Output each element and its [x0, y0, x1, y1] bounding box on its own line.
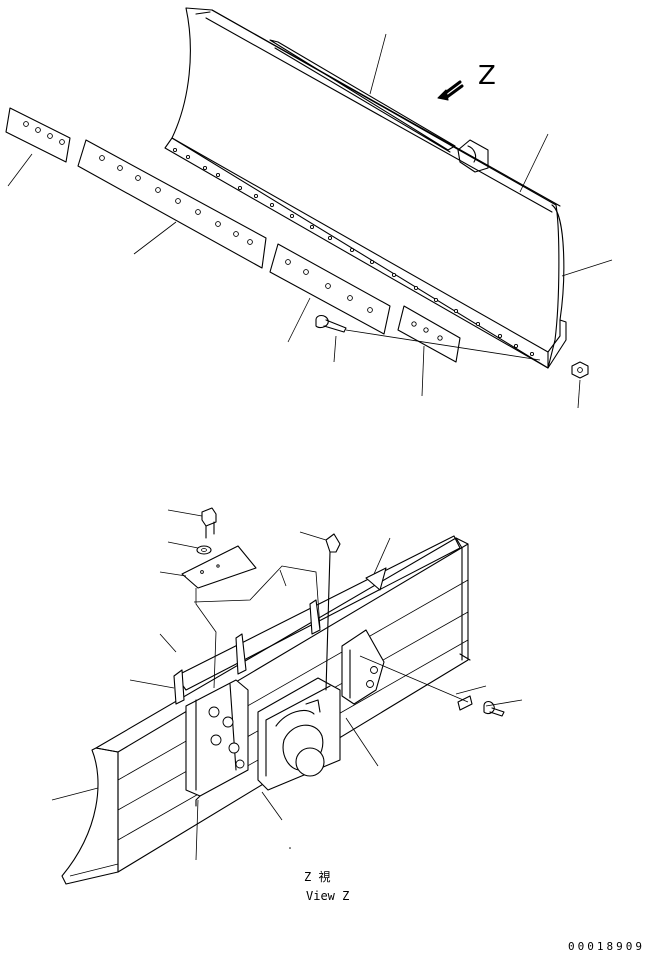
- top-bracket: [457, 139, 489, 173]
- rear-end-plate: [61, 747, 119, 885]
- moldboard: [171, 7, 560, 369]
- base-plate: [164, 137, 549, 369]
- rear-hardware: [181, 507, 505, 717]
- nut: [571, 361, 589, 379]
- plow-bolt: [315, 314, 541, 361]
- view-arrow: Z: [437, 61, 496, 101]
- blade-rear-view: [61, 535, 471, 885]
- caption-line-1: Z 視: [304, 869, 330, 884]
- blade-front-view: [164, 7, 567, 369]
- ball-joint-assembly: [257, 677, 341, 791]
- view-arrow-letter: Z: [478, 61, 496, 91]
- end-bit-left: [5, 107, 71, 163]
- caption-line-2: View Z: [306, 889, 349, 903]
- leader-lines-top: [7, 33, 613, 409]
- base-plate-holes: [172, 147, 535, 357]
- trunnion-bracket: [185, 679, 249, 807]
- leader-lines-bottom: [51, 509, 523, 861]
- cutting-edge-long: [77, 139, 267, 269]
- end-bit-right: [397, 305, 461, 363]
- right-bracket: [341, 629, 385, 705]
- document-number: 00018909: [568, 940, 645, 953]
- top-rail: [195, 9, 561, 213]
- cutting-edge-middle: [269, 243, 391, 335]
- top-stiffener: [269, 39, 456, 153]
- side-plate: [547, 204, 567, 369]
